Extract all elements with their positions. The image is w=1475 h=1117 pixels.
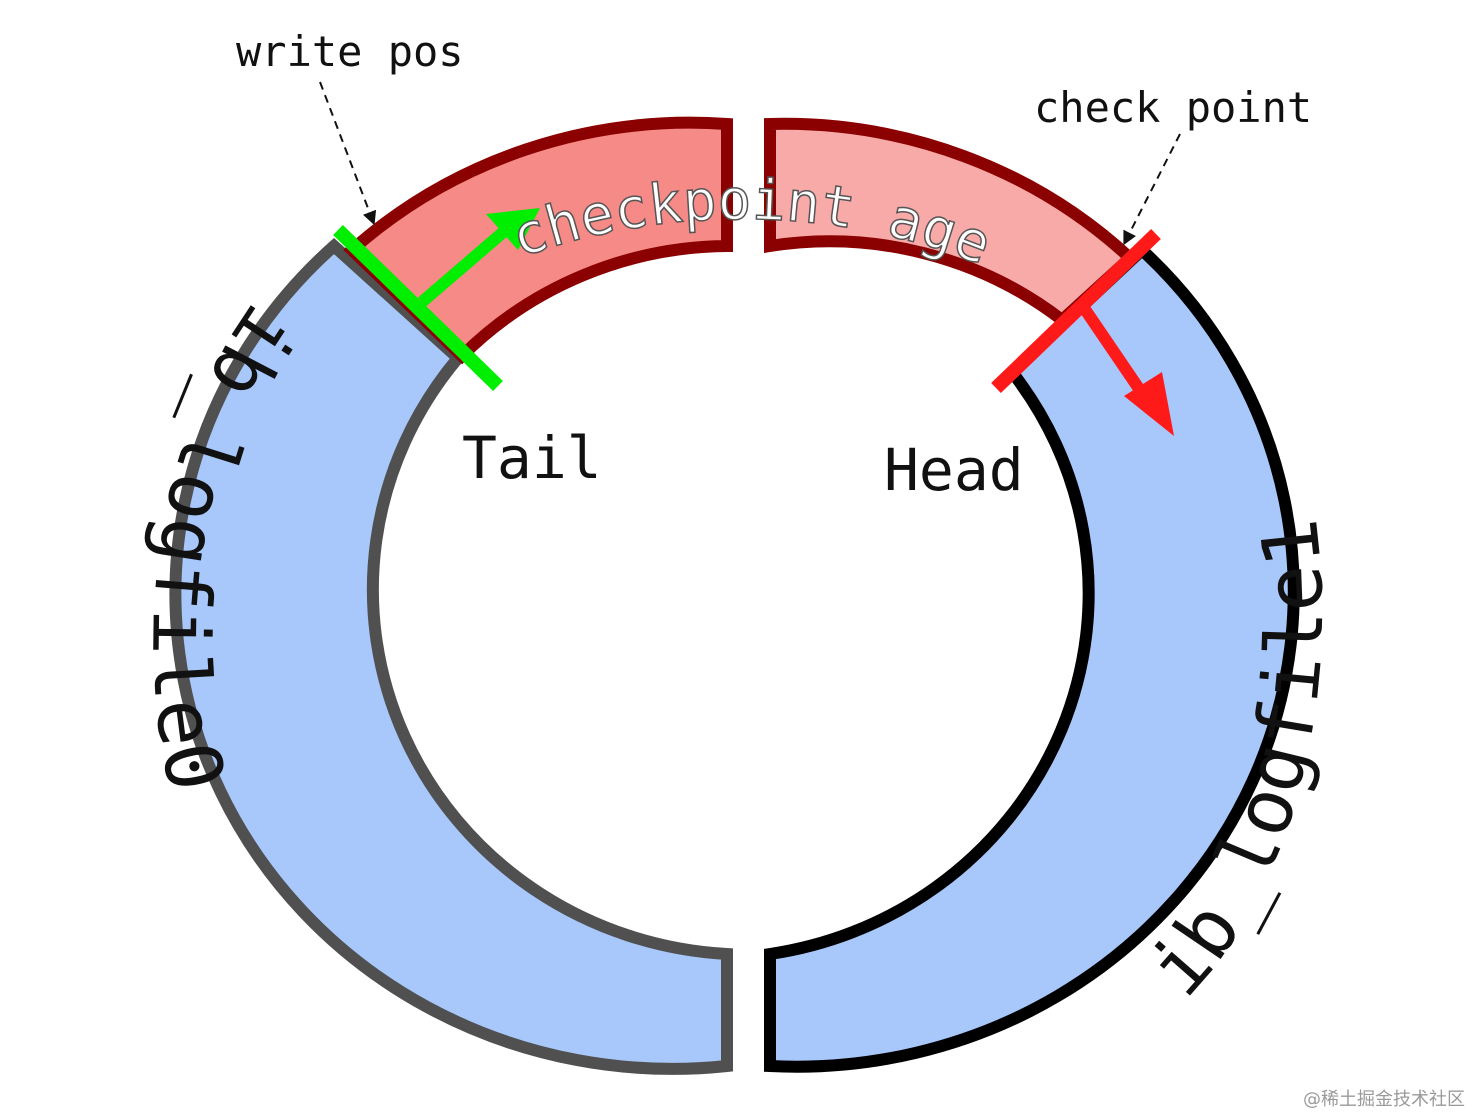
check-point-pointer	[1123, 133, 1181, 246]
write-pos-label: write pos	[236, 27, 464, 76]
head-label: Head	[884, 436, 1024, 504]
write-pos-marker	[333, 224, 503, 392]
watermark: @稀土掘金技术社区	[1303, 1089, 1465, 1110]
write-pos-pointer	[319, 81, 377, 226]
logfile1-segment	[764, 241, 1300, 1073]
checkpoint-age-segment-left	[343, 116, 733, 365]
checkpoint-arrowhead	[1124, 372, 1174, 436]
write-pos-arrowhead	[486, 208, 540, 250]
tail-label: Tail	[462, 424, 602, 492]
checkpoint-arrow	[1075, 298, 1153, 406]
check-point-label: check point	[1034, 83, 1312, 132]
logfile0-segment	[169, 237, 733, 1075]
checkpoint-marker	[991, 228, 1161, 394]
write-pos-arrow	[418, 223, 512, 307]
